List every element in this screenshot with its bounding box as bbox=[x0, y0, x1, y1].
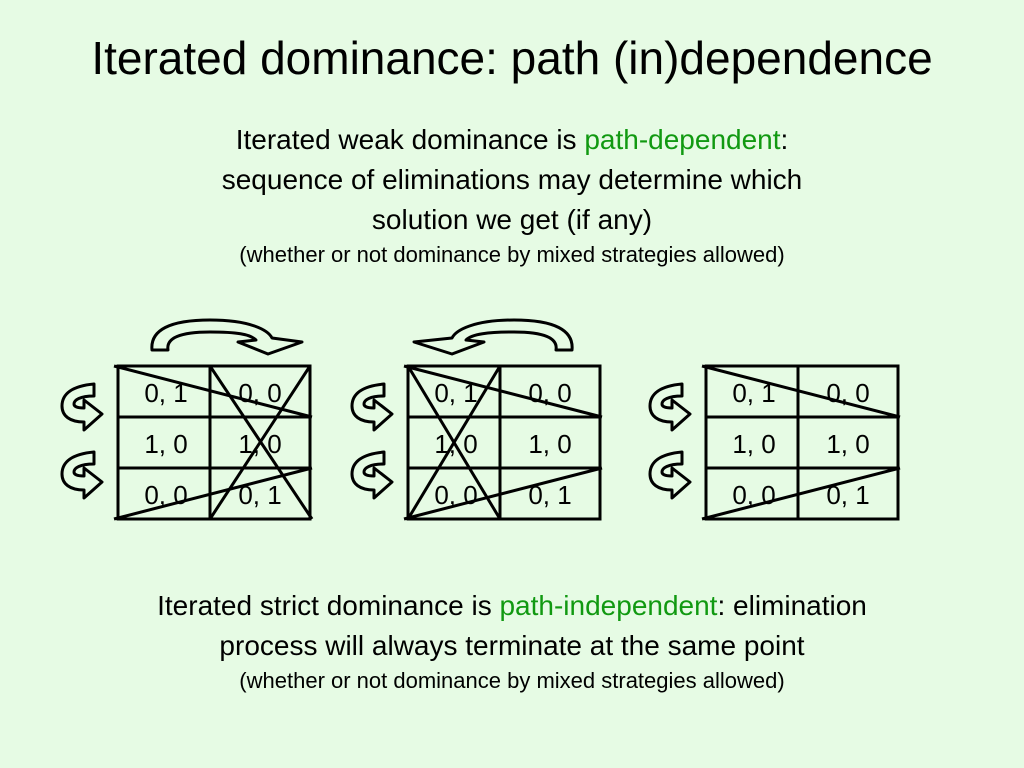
row-arrow-icon-3a bbox=[648, 382, 692, 432]
weak-prefix: Iterated weak dominance is bbox=[235, 124, 585, 155]
m3-r2c1: 1, 0 bbox=[732, 429, 775, 459]
m2-r2c2: 1, 0 bbox=[528, 429, 571, 459]
m3-r2c2: 1, 0 bbox=[826, 429, 869, 459]
row-arrow-icon-2a bbox=[350, 382, 394, 432]
matrix-2: 0, 1 0, 0 1, 0 1, 0 0, 0 0, 1 bbox=[403, 364, 603, 521]
strict-line-1: Iterated strict dominance is path-indepe… bbox=[0, 586, 1024, 626]
curved-arrow-left-icon bbox=[412, 318, 574, 356]
weak-note: (whether or not dominance by mixed strat… bbox=[239, 242, 785, 267]
m3-crossouts bbox=[701, 364, 901, 521]
row-arrow-icon-3b bbox=[648, 450, 692, 500]
m1-r2c1: 1, 0 bbox=[144, 429, 187, 459]
weak-suffix: : bbox=[780, 124, 789, 155]
strict-note: (whether or not dominance by mixed strat… bbox=[239, 668, 785, 693]
m1-crossouts bbox=[113, 364, 314, 521]
strict-suffix: : elimination bbox=[717, 590, 867, 621]
weak-line-3: solution we get (if any) bbox=[371, 204, 653, 235]
row-arrow-icon-2b bbox=[350, 450, 394, 500]
row-arrow-icon-1b bbox=[60, 450, 104, 500]
strict-dominance-text: Iterated strict dominance is path-indepe… bbox=[0, 586, 1024, 696]
strict-line-2: process will always terminate at the sam… bbox=[219, 630, 805, 661]
weak-dominance-text: Iterated weak dominance is path-dependen… bbox=[0, 120, 1024, 270]
strict-prefix: Iterated strict dominance is bbox=[157, 590, 500, 621]
curved-arrow-right-icon bbox=[150, 318, 304, 356]
matrix-1: 0, 1 0, 0 1, 0 1, 0 0, 0 0, 1 bbox=[113, 364, 314, 521]
matrix-3: 0, 1 0, 0 1, 0 1, 0 0, 0 0, 1 bbox=[701, 364, 901, 521]
m2-crossouts bbox=[403, 364, 603, 521]
row-arrow-icon-1a bbox=[60, 382, 104, 432]
path-independent-highlight: path-independent bbox=[499, 590, 718, 621]
path-dependent-highlight: path-dependent bbox=[584, 124, 781, 155]
weak-line-1: Iterated weak dominance is path-dependen… bbox=[0, 120, 1024, 160]
weak-line-2: sequence of eliminations may determine w… bbox=[221, 164, 803, 195]
slide-title: Iterated dominance: path (in)dependence bbox=[91, 32, 933, 84]
